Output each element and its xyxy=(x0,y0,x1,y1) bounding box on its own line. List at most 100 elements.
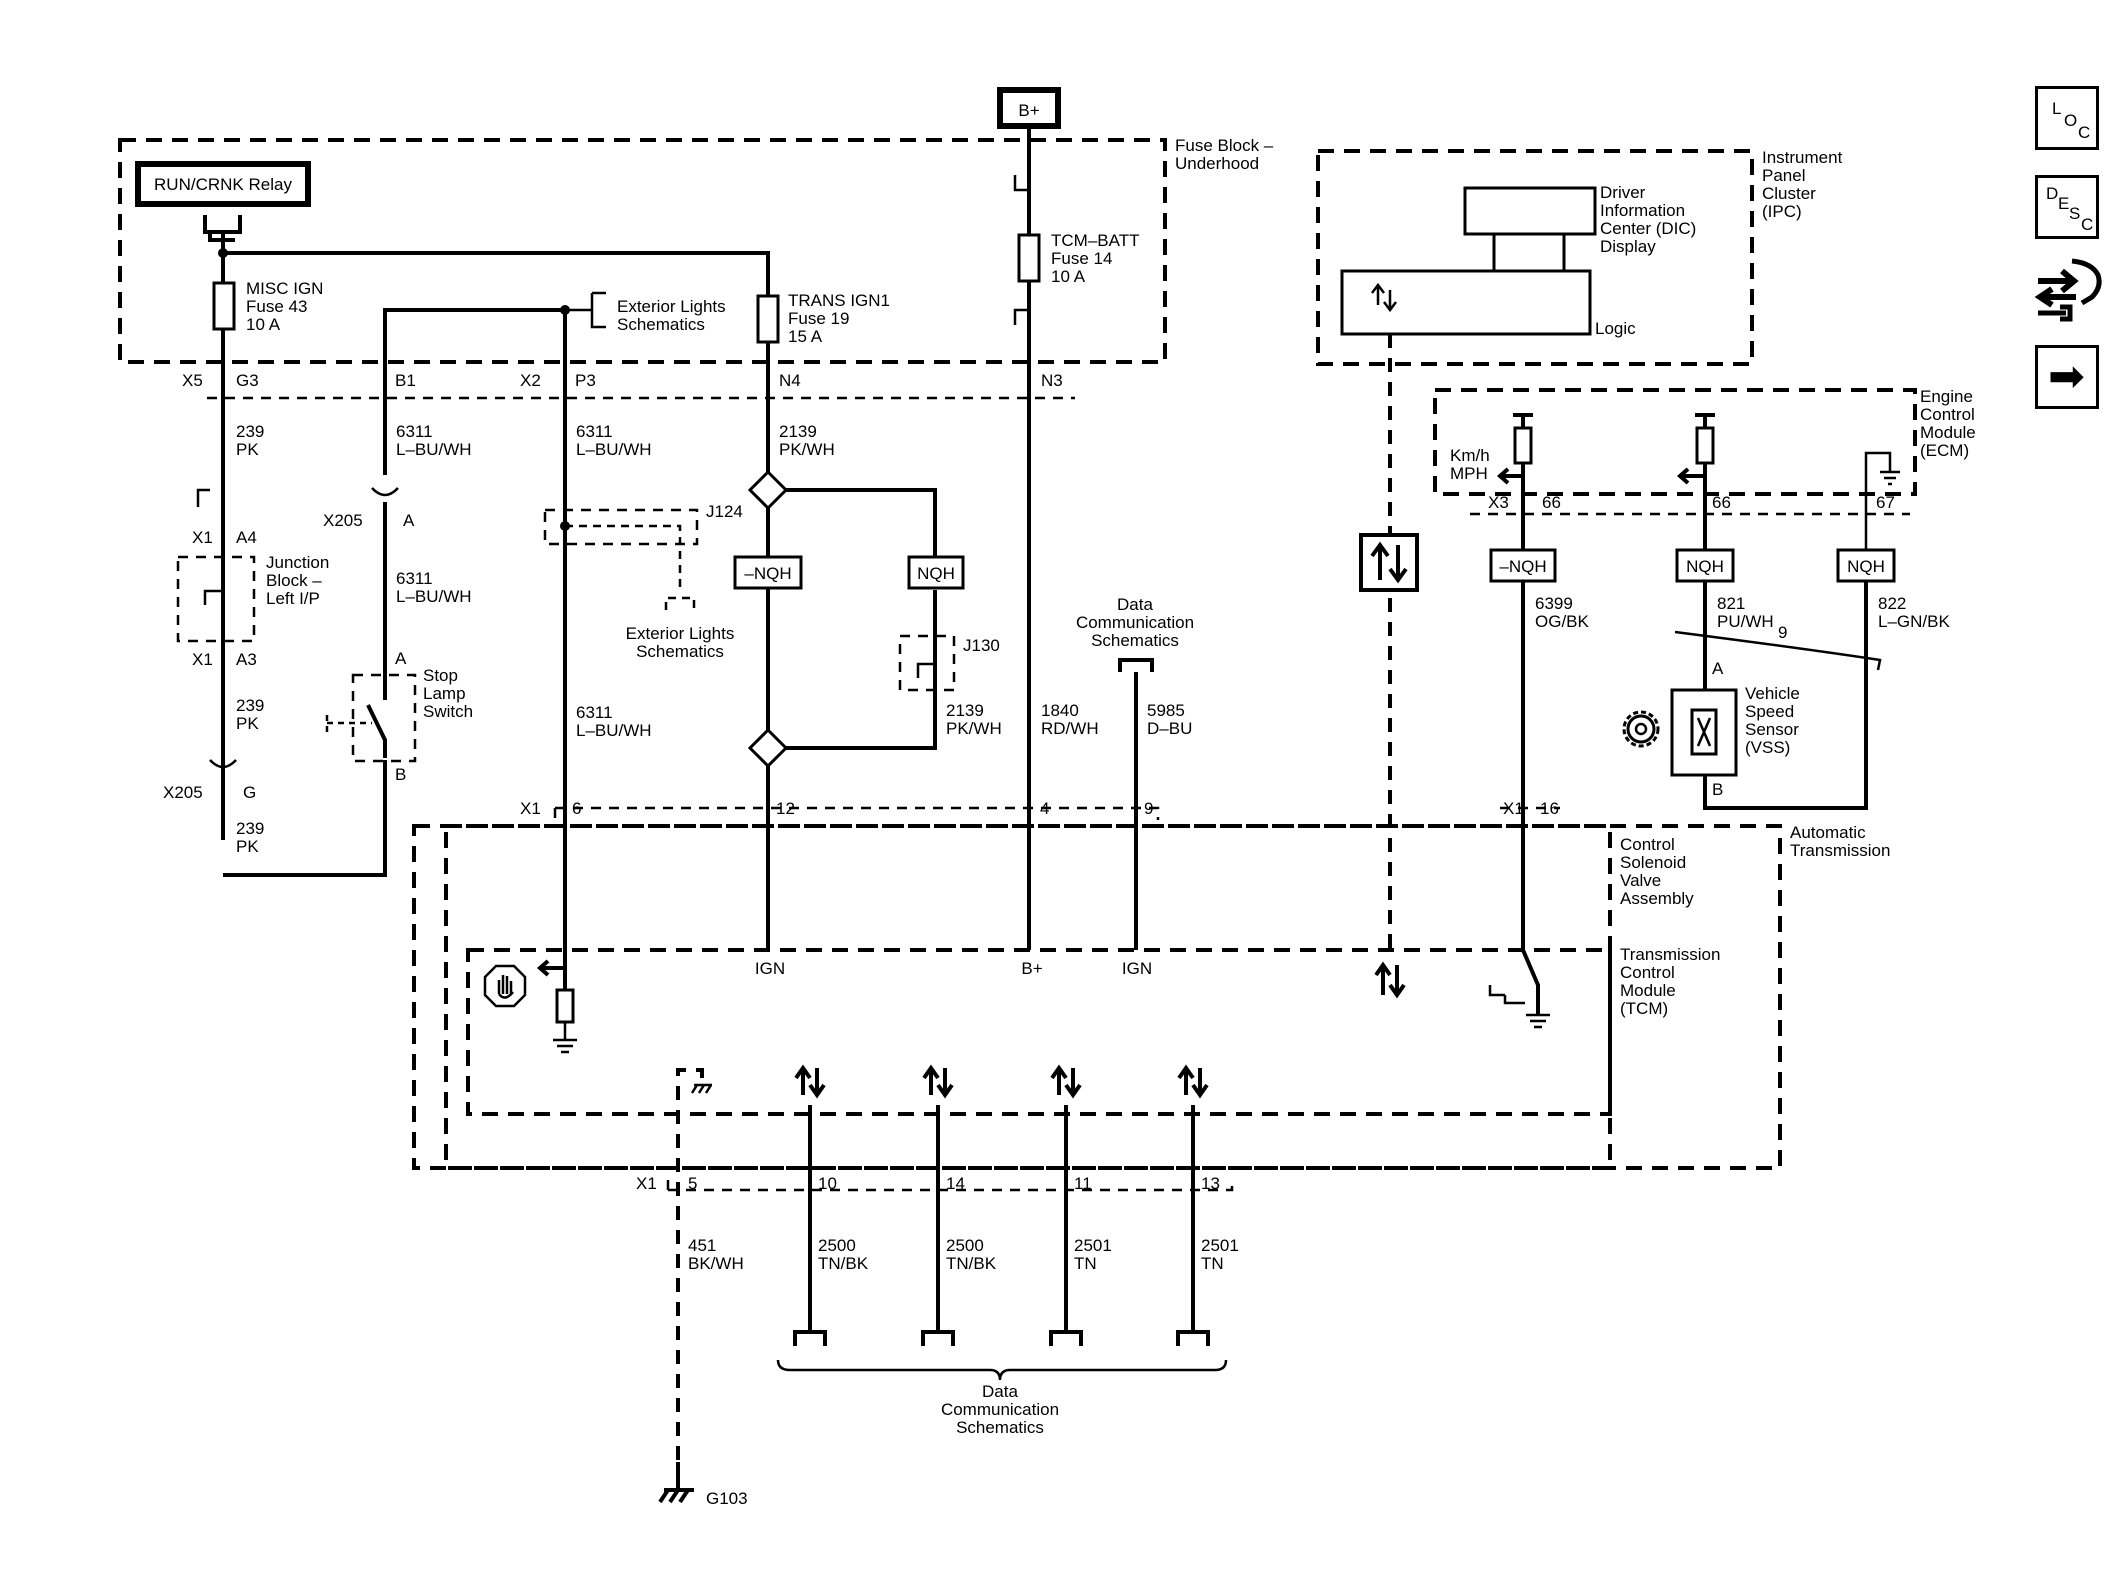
ipc-label-1: Instrument xyxy=(1762,148,1843,167)
conn-x1-c: X1 xyxy=(520,799,541,818)
conn-n3: N3 xyxy=(1041,371,1063,390)
conn-pin-66a: 66 xyxy=(1542,493,1561,512)
conn-pin-11: 11 xyxy=(1074,1174,1092,1193)
wire-2139-b-num: 2139 xyxy=(946,701,984,720)
data-arrows-icon-14 xyxy=(922,1064,954,1099)
ecm-pullup-1 xyxy=(1513,426,1533,465)
tcm-output-ground-icon xyxy=(1488,985,1550,1029)
conn-b1: B1 xyxy=(395,371,416,390)
j124-splice-pack xyxy=(543,508,699,546)
wire-821-num: 821 xyxy=(1717,594,1745,613)
ecm-vss-input-arrow xyxy=(1676,467,1705,485)
wire-2500-b-color: TN/BK xyxy=(946,1254,997,1273)
conn-pin-9: 9 xyxy=(1144,799,1153,818)
conn-x3: X3 xyxy=(1488,493,1509,512)
wrench-icon[interactable] xyxy=(2032,253,2104,325)
data-comm-brace xyxy=(776,1359,1228,1381)
tcm-connector-line-x1 xyxy=(553,806,1160,820)
ecm-label-2: Control xyxy=(1920,405,1975,424)
junction-block-terminal xyxy=(203,589,223,605)
vss-label-4: (VSS) xyxy=(1745,738,1790,757)
nqh-neg-right-label: –NQH xyxy=(1499,557,1546,576)
ecm-boundary xyxy=(1433,388,1917,496)
vss-label-1: Vehicle xyxy=(1745,684,1800,703)
j130-splice-pack xyxy=(898,634,956,692)
relay-label: RUN/CRNK Relay xyxy=(154,175,292,194)
wire-2139-a-color: PK/WH xyxy=(779,440,835,459)
dic-label-3: Center (DIC) xyxy=(1600,219,1696,238)
junction-block-boundary xyxy=(176,555,256,643)
loc-button[interactable]: L O C xyxy=(2035,86,2099,150)
wire-6311-a-num: 6311 xyxy=(396,422,433,441)
desc-letter-d: D xyxy=(2046,184,2059,203)
conn-b-switch: B xyxy=(395,765,406,784)
conn-pin-13: 13 xyxy=(1201,1174,1220,1193)
conn-pin-10: 10 xyxy=(818,1174,837,1193)
junction-block-label-1: Junction xyxy=(266,553,329,572)
desc-letter-c: C xyxy=(2081,215,2094,234)
misc-ign-label-1: MISC IGN xyxy=(246,279,323,298)
ipc-label-4: (IPC) xyxy=(1762,202,1802,221)
tcm-label-2: Control xyxy=(1620,963,1675,982)
loc-letter-l: L xyxy=(2052,99,2062,118)
conn-a3: A3 xyxy=(236,650,257,669)
conn-x1-e: X1 xyxy=(636,1174,657,1193)
exterior-lights-label-2: Schematics xyxy=(617,315,705,334)
fuse-block-boundary xyxy=(118,138,1167,364)
data-arrows-icon-13 xyxy=(1177,1064,1209,1099)
ipc-boundary xyxy=(1316,149,1754,366)
data-comm-upper-1: Data xyxy=(1117,595,1153,614)
fuse-block-label-1: Fuse Block – xyxy=(1175,136,1274,155)
ground-icon-g103 xyxy=(658,1462,694,1504)
wire-2501-b-num: 2501 xyxy=(1201,1236,1239,1255)
conn-a-upper: A xyxy=(403,511,415,530)
run-crnk-relay: RUN/CRNK Relay xyxy=(135,161,311,242)
splice-diamond-top xyxy=(747,469,789,511)
next-arrow-button[interactable]: ➡ xyxy=(2035,345,2099,409)
wire-821-color: PU/WH xyxy=(1717,612,1774,631)
wire-451-color: BK/WH xyxy=(688,1254,744,1273)
loc-letter-c: C xyxy=(2078,123,2091,142)
splice-diamond-bottom xyxy=(747,727,789,769)
tcm-label-1: Transmission xyxy=(1620,945,1720,964)
tcm-brake-ground-icon xyxy=(553,1022,577,1054)
wire-5985-color: D–BU xyxy=(1147,719,1192,738)
conn-a4: A4 xyxy=(236,528,257,547)
stop-lamp-label-2: Lamp xyxy=(423,684,466,703)
vss-return-wire xyxy=(1703,581,1868,810)
wire-6311-c-color: L–BU/WH xyxy=(396,587,472,606)
relay-splice xyxy=(218,248,228,258)
nqh-right-label: NQH xyxy=(1847,557,1885,576)
wire-1840-color: RD/WH xyxy=(1041,719,1099,738)
conn-x5: X5 xyxy=(182,371,203,390)
junction-block-label-3: Left I/P xyxy=(266,589,320,608)
data-comm-lower-3: Schematics xyxy=(956,1418,1044,1437)
desc-letter-s: S xyxy=(2069,204,2081,223)
stop-lamp-switch-contact xyxy=(366,690,387,758)
tcm-brake-resistor xyxy=(555,988,575,1024)
tcm-batt-label-2: Fuse 14 xyxy=(1051,249,1112,268)
conn-x1-d: X1 xyxy=(1503,799,1524,818)
desc-button[interactable]: D E S C xyxy=(2035,175,2099,239)
wire-6311-b-num: 6311 xyxy=(576,422,613,441)
conn-j130: J130 xyxy=(963,636,1000,655)
wire-239-pk-b-num: 239 xyxy=(236,696,264,715)
ipc-data-arrows-icon xyxy=(1371,282,1397,313)
conn-x1-b: X1 xyxy=(192,650,213,669)
csva-boundary xyxy=(444,824,1612,1170)
wire-239-pk-c-num: 239 xyxy=(236,819,264,838)
wire-2139-a-num: 2139 xyxy=(779,422,817,441)
serial-data-connector xyxy=(1359,533,1419,592)
ground-wire-451 xyxy=(676,1068,704,1460)
dic-display xyxy=(1463,186,1597,236)
wire-6311-d-num: 6311 xyxy=(576,703,613,722)
dic-label-4: Display xyxy=(1600,237,1656,256)
j130-terminal xyxy=(916,662,935,678)
loc-letter-o: O xyxy=(2064,111,2078,130)
nqh-right xyxy=(1836,548,1896,583)
wire-2500-a-num: 2500 xyxy=(818,1236,856,1255)
dic-label-1: Driver xyxy=(1600,183,1646,202)
misc-ign-label-3: 10 A xyxy=(246,315,281,334)
auto-trans-label-2: Transmission xyxy=(1790,841,1890,860)
conn-g3: G3 xyxy=(236,371,259,390)
